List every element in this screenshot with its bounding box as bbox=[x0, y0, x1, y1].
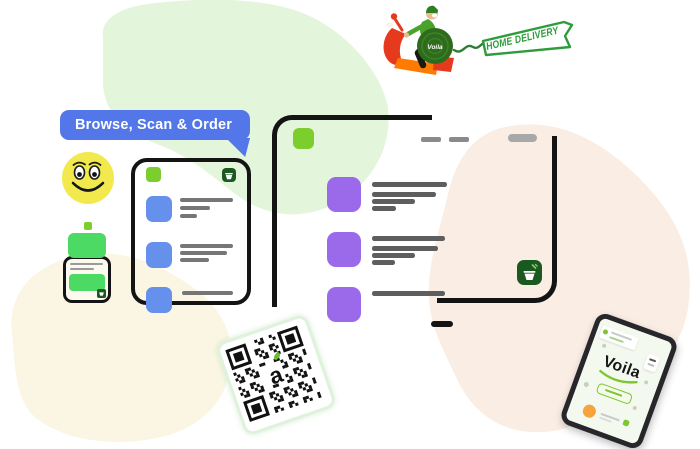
middle-list-item-1-tile bbox=[327, 177, 361, 212]
skeleton-line bbox=[372, 182, 447, 187]
skeleton-line bbox=[372, 246, 438, 251]
skeleton-line bbox=[180, 244, 233, 248]
middle-phone-bottom-dash bbox=[431, 321, 453, 327]
right-phone-cup-icon bbox=[517, 260, 542, 285]
phone-notch bbox=[508, 134, 537, 142]
skeleton-line bbox=[372, 260, 395, 265]
skeleton-line bbox=[372, 192, 436, 197]
home-delivery-banner: HOME DELIVERY bbox=[481, 20, 574, 57]
tablet-screen: Voila bbox=[564, 317, 674, 445]
skeleton-line bbox=[180, 206, 210, 210]
banner-string bbox=[452, 40, 487, 53]
mini-green-square bbox=[84, 222, 92, 230]
delivery-box-label: Voila bbox=[427, 44, 443, 51]
skeleton-line bbox=[180, 198, 233, 202]
smiley-face-icon bbox=[62, 152, 114, 204]
skeleton-line bbox=[372, 199, 415, 204]
qr-code-card: a bbox=[214, 313, 338, 437]
skeleton-line bbox=[70, 268, 94, 270]
left-phone-green-tile bbox=[146, 167, 161, 182]
middle-list-item-2-tile bbox=[327, 232, 361, 267]
green-blob bbox=[102, 0, 389, 215]
mini-phone-green-panel bbox=[69, 274, 105, 291]
tablet-logo-swoosh bbox=[599, 369, 638, 384]
skeleton-line bbox=[372, 291, 445, 296]
qr-pattern bbox=[225, 325, 322, 423]
skeleton-line bbox=[372, 236, 445, 241]
tablet-mockup: Voila bbox=[558, 310, 680, 449]
skeleton-line bbox=[180, 214, 197, 218]
skeleton-line bbox=[180, 258, 209, 262]
left-list-item-3-tile bbox=[146, 287, 172, 313]
left-phone-frame bbox=[131, 158, 251, 305]
middle-phone-frame bbox=[272, 115, 432, 307]
divider-dash bbox=[421, 137, 441, 142]
left-list-item-2-tile bbox=[146, 242, 172, 268]
right-phone-frame bbox=[437, 136, 557, 303]
divider-dash bbox=[449, 137, 469, 142]
delivery-box: Voila bbox=[417, 28, 453, 64]
mini-phone-header-block bbox=[68, 233, 106, 258]
skeleton-line bbox=[180, 251, 227, 255]
skeleton-line bbox=[70, 263, 103, 265]
skeleton-line bbox=[372, 253, 415, 258]
middle-list-item-3-tile bbox=[327, 287, 361, 322]
middle-phone-green-tile bbox=[293, 128, 314, 149]
left-phone-cup-icon bbox=[222, 168, 236, 182]
mini-phone-cup-icon bbox=[97, 289, 106, 298]
skeleton-line bbox=[182, 291, 233, 295]
speech-bubble: Browse, Scan & Order bbox=[60, 110, 250, 140]
skeleton-line bbox=[372, 206, 396, 211]
left-list-item-1-tile bbox=[146, 196, 172, 222]
speech-bubble-text: Browse, Scan & Order bbox=[75, 117, 233, 133]
tablet-orange-circle bbox=[581, 402, 598, 420]
delivery-scooter-illustration: Voila bbox=[383, 5, 487, 75]
